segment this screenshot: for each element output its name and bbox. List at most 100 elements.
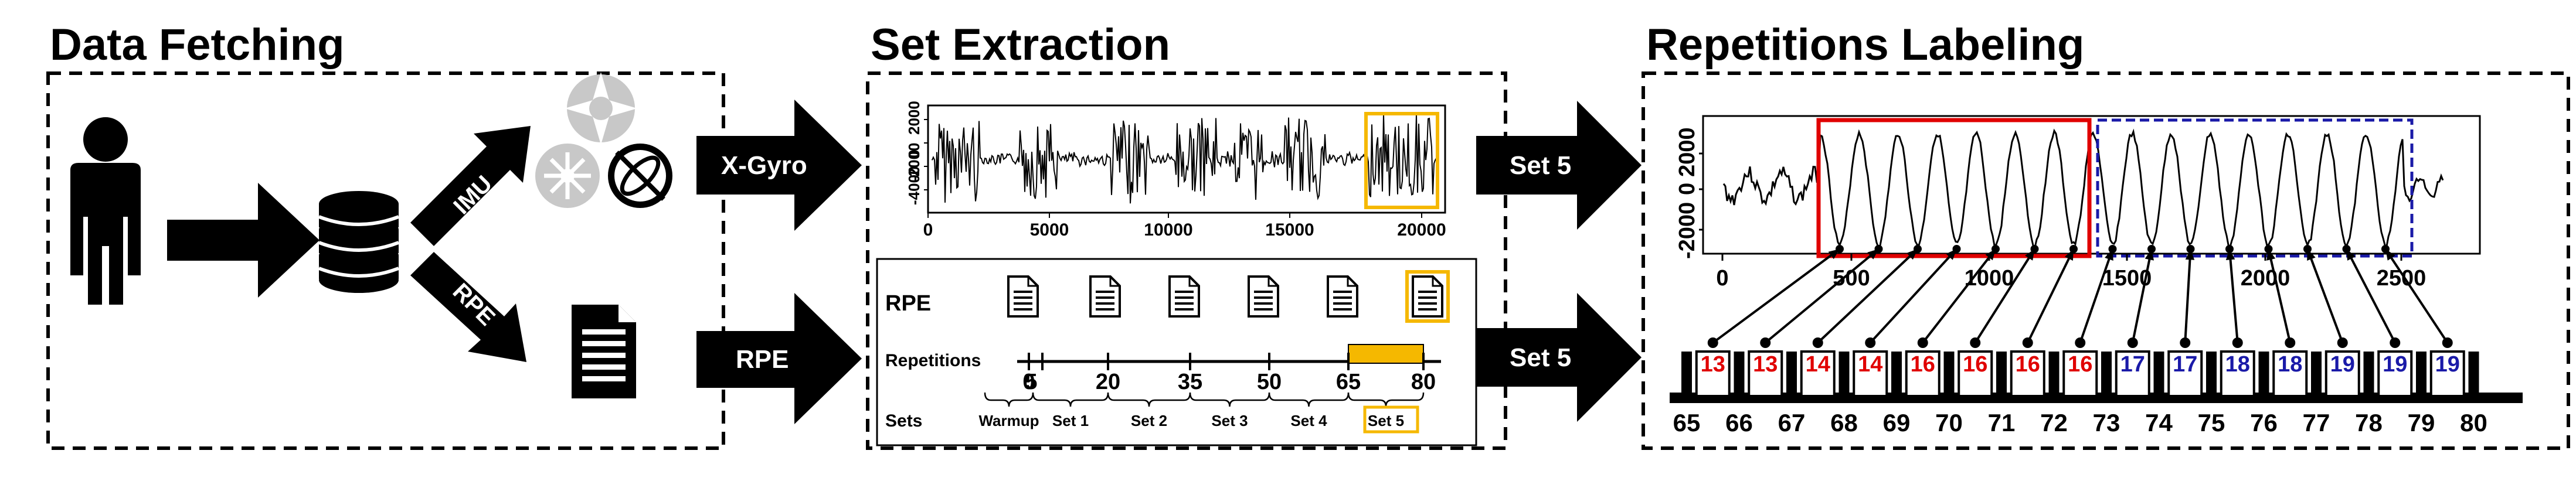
rpe-doc-icon (1405, 270, 1450, 323)
rpe-doc-icon (1089, 275, 1121, 318)
rep-value: 19 (2330, 352, 2355, 377)
gyro-y-tick-label: 2000 (905, 101, 923, 135)
rep-divider (1996, 352, 2007, 403)
rep-cell (2429, 350, 2465, 397)
rep-index: 67 (1778, 409, 1806, 436)
rep-mapping-arrows (1707, 245, 2453, 348)
rep-link (1817, 248, 1919, 344)
set5-bottom-arrow: Set 5 (1476, 293, 1642, 422)
rep-link (1869, 248, 1958, 344)
set-brace (984, 392, 1034, 407)
gyro-y-tick-label: -2000 (905, 143, 923, 182)
rep-value: 19 (2435, 352, 2460, 377)
rep-index: 73 (2093, 409, 2120, 436)
rep-index: 75 (2198, 409, 2225, 436)
rep-y-tick-label: 2000 (1675, 127, 1700, 177)
rep-index: 68 (1830, 409, 1858, 436)
rep-divider (2153, 352, 2164, 403)
rep-divider (1891, 352, 1902, 403)
rep-index: 79 (2408, 409, 2435, 436)
rpe-doc-fold (1432, 277, 1442, 287)
set5-reps-bar (1348, 344, 1424, 364)
rpe-doc-fold (1027, 277, 1038, 287)
rep-cell (2220, 350, 2255, 397)
rep-tick-label: 65 (1336, 370, 1361, 394)
rep-link (1712, 248, 1841, 344)
data-fetching-title: Data Fetching (50, 20, 345, 70)
imu-arrow: IMU (410, 126, 531, 246)
gyro-x-tick-label: 0 (923, 220, 933, 240)
blue-reps-box (2096, 118, 2414, 258)
rpe-doc-icon (1007, 275, 1039, 318)
accelerometer-icon (565, 72, 637, 145)
rep-cell (2167, 350, 2203, 397)
rpe-set5-highlight (1405, 270, 1450, 323)
person-icon (70, 117, 141, 305)
rpe-doc-fold (1267, 277, 1278, 287)
set5-label-box (1363, 405, 1419, 434)
rep-index: 74 (2145, 409, 2173, 436)
rep-link-head (2385, 249, 2395, 261)
rep-cell (2115, 350, 2150, 397)
gyro-x-tick-label: 10000 (1144, 220, 1192, 240)
rep-index: 69 (1883, 409, 1911, 436)
set-brace (1189, 392, 1270, 407)
rep-cell (1853, 350, 1888, 397)
rep-divider (1681, 352, 1692, 403)
rep-link (2345, 248, 2397, 343)
rep-y-tick-label: 0 (1675, 183, 1700, 195)
x-gyro-arrow: X-Gyro (696, 100, 862, 231)
rep-index: 66 (1725, 409, 1753, 436)
svg-text:Set 5: Set 5 (1510, 343, 1571, 372)
rep-divider (1943, 352, 1955, 403)
rep-link (2228, 248, 2239, 343)
rep-value: 13 (1701, 352, 1725, 377)
rpe-doc-fold (1188, 277, 1199, 287)
rep-value: 14 (1806, 352, 1830, 377)
rep-divider (2363, 352, 2374, 403)
rep-divider (2258, 352, 2269, 403)
svg-text:RPE: RPE (736, 345, 789, 374)
rep-link-head (2105, 249, 2113, 261)
rep-link (2079, 248, 2114, 343)
rep-divider (1786, 352, 1797, 403)
rep-cell (2062, 350, 2098, 397)
rep-link (2026, 248, 2075, 343)
rep-divider (2311, 352, 2322, 403)
rep-index: 72 (2040, 409, 2068, 436)
rep-tick-label: 50 (1257, 370, 1282, 394)
rep-tick-label: 80 (1411, 370, 1436, 394)
rep-cell (1695, 350, 1731, 397)
rep-link-head (2145, 249, 2154, 261)
rpe-doc-icon (1168, 275, 1200, 318)
rep-link-head (2185, 249, 2195, 260)
repetitions-labeling-frame (1642, 71, 2570, 450)
rep-cell (1800, 350, 1836, 397)
gyro-y-tick-label: 0 (905, 150, 923, 158)
rep-link (1764, 248, 1880, 344)
set-extraction-frame (866, 71, 1507, 450)
gyro-y-tick-label: -4000 (905, 166, 923, 206)
rep-tick-label: 0 (1022, 370, 1035, 394)
svg-text:Set 5: Set 5 (1510, 151, 1571, 180)
rep-index: 77 (2303, 409, 2330, 436)
rep-link (2306, 248, 2344, 343)
set-label: Set 5 (1368, 412, 1404, 429)
rep-value: 17 (2120, 352, 2145, 377)
rep-value: 18 (2278, 352, 2302, 377)
set-extraction-title: Set Extraction (871, 20, 1170, 70)
rep-x-tick-label: 2500 (2377, 266, 2427, 291)
database-icon (318, 191, 400, 293)
rep-x-tick-label: 2000 (2241, 266, 2290, 291)
rep-value: 16 (2016, 352, 2040, 377)
rep-divider (1838, 352, 1850, 403)
set-label: Set 4 (1290, 412, 1327, 429)
rep-link-head (1946, 249, 1957, 260)
repetitions-labeling-title: Repetitions Labeling (1646, 20, 2084, 70)
rep-value: 14 (1858, 352, 1882, 377)
rep-x-tick-label: 500 (1833, 266, 1870, 291)
set-label: Set 1 (1052, 412, 1089, 429)
rpe-doc-icon (1248, 275, 1279, 318)
